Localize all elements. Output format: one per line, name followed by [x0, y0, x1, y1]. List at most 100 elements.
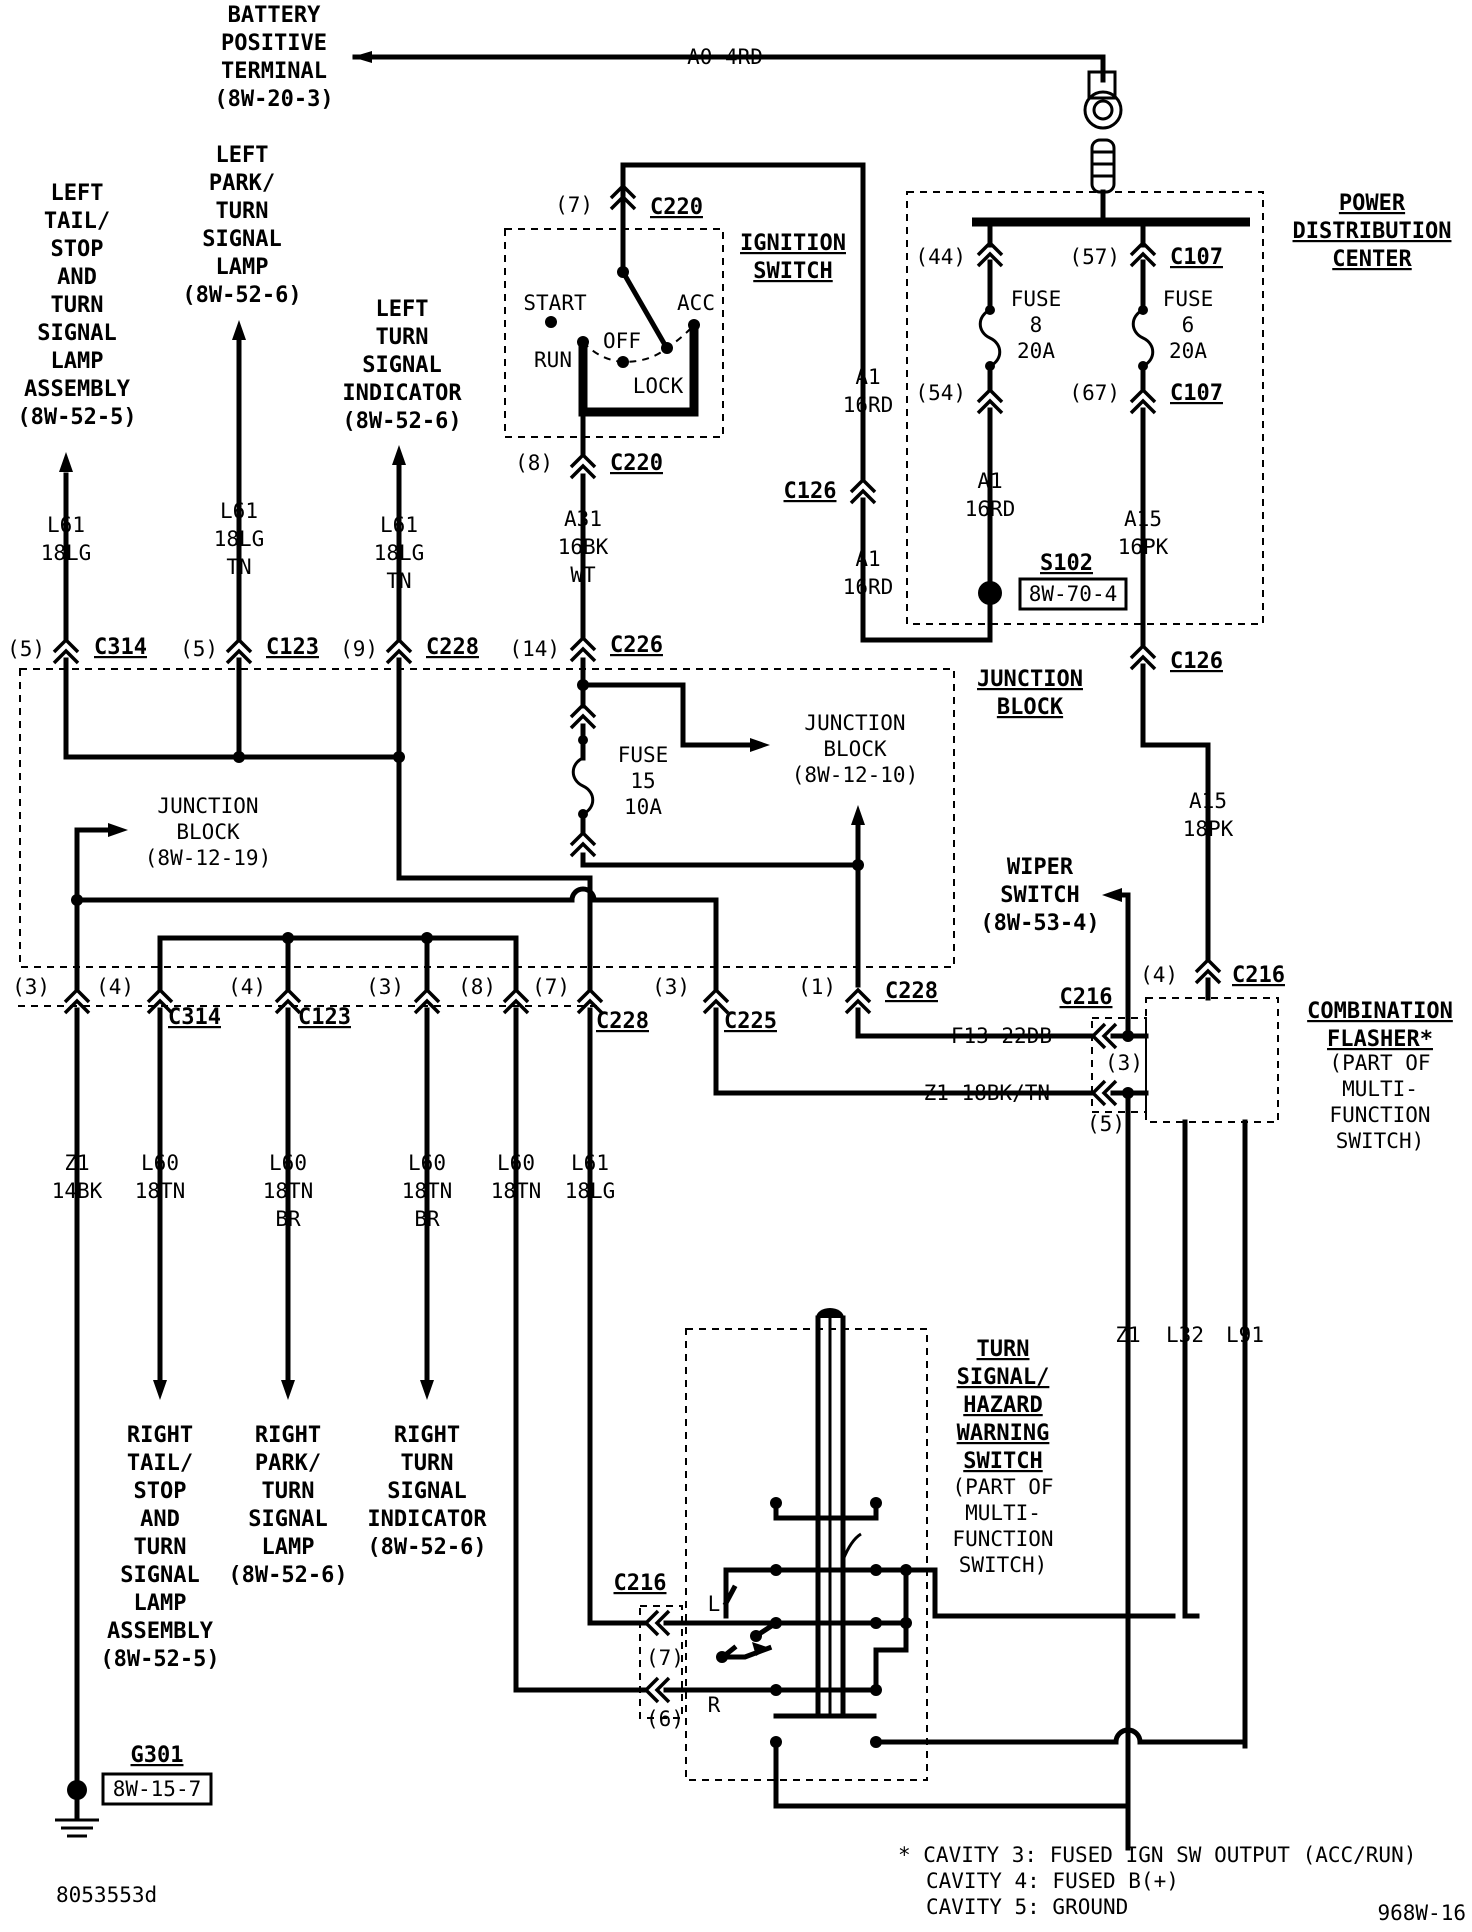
c126-a1-label: C126 — [784, 479, 837, 504]
wire-l61-left-ind-label: L61 18LG TN — [374, 513, 425, 593]
ign-lock: LOCK — [633, 374, 684, 398]
c126-a15-label: C126 — [1170, 649, 1223, 674]
svg-text:ASSEMBLY: ASSEMBLY — [107, 1619, 214, 1644]
pin-4-c123: (4) — [228, 975, 266, 999]
svg-text:18TN: 18TN — [263, 1179, 314, 1203]
svg-text:WIPER: WIPER — [1007, 855, 1074, 880]
svg-text:LAMP: LAMP — [262, 1535, 315, 1560]
pin-7-c220: (7) — [555, 193, 593, 217]
svg-text:L61: L61 — [571, 1151, 609, 1175]
svg-text:HAZARD: HAZARD — [963, 1393, 1042, 1418]
svg-text:16RD: 16RD — [965, 497, 1016, 521]
svg-text:TN: TN — [386, 569, 411, 593]
svg-text:INDICATOR: INDICATOR — [342, 381, 462, 406]
c228-top-label: C228 — [426, 635, 479, 660]
wire-wiper — [1120, 892, 1131, 1039]
svg-text:STOP: STOP — [51, 237, 104, 262]
wire-l60-bus — [157, 935, 519, 993]
wire-a1-ign-label: A1 16RD — [843, 365, 894, 417]
wire-l32-switch — [903, 1567, 1176, 1619]
svg-text:A1: A1 — [855, 547, 880, 571]
svg-text:INDICATOR: INDICATOR — [367, 1507, 487, 1532]
pin-57: (57) — [1069, 245, 1120, 269]
fuse-15-top-conn — [569, 702, 597, 730]
svg-text:A15: A15 — [1124, 507, 1162, 531]
svg-text:A15: A15 — [1189, 789, 1227, 813]
svg-text:SIGNAL: SIGNAL — [37, 321, 116, 346]
wire-l60-park-label: L60 18TN BR — [263, 1151, 314, 1231]
svg-text:(PART OF: (PART OF — [952, 1475, 1053, 1499]
c107-top-label: C107 — [1170, 245, 1223, 270]
doc-id: 8053553d — [56, 1883, 157, 1907]
svg-text:FUSE: FUSE — [1163, 287, 1214, 311]
junction-block-label: JUNCTION BLOCK — [977, 667, 1083, 720]
svg-text:ASSEMBLY: ASSEMBLY — [24, 377, 131, 402]
battery-terminal-icon — [1087, 70, 1117, 100]
svg-text:RIGHT: RIGHT — [127, 1423, 193, 1448]
svg-text:18TN: 18TN — [135, 1179, 186, 1203]
svg-text:(8W-52-5): (8W-52-5) — [100, 1647, 219, 1672]
flasher-title: COMBINATION FLASHER* — [1307, 999, 1453, 1052]
svg-text:JUNCTION: JUNCTION — [804, 711, 905, 735]
svg-text:(8W-20-3): (8W-20-3) — [214, 87, 333, 112]
footnote: * CAVITY 3: FUSED IGN SW OUTPUT (ACC/RUN… — [898, 1843, 1416, 1919]
svg-text:L60: L60 — [269, 1151, 307, 1175]
svg-text:(8W-52-6): (8W-52-6) — [342, 409, 461, 434]
ign-off: OFF — [603, 329, 641, 353]
ign-acc: ACC — [677, 291, 715, 315]
c228-bottom-label: C228 — [596, 1009, 649, 1034]
svg-text:FUSE: FUSE — [1011, 287, 1062, 311]
fuse-15-icon — [571, 756, 595, 816]
svg-text:BR: BR — [275, 1207, 301, 1231]
wire-a1-pdc-label: A1 16RD — [965, 469, 1016, 521]
connector-c220-pin8 — [569, 452, 597, 480]
svg-text:SIGNAL: SIGNAL — [387, 1479, 466, 1504]
svg-text:TURN: TURN — [401, 1451, 454, 1476]
turn-signal-switch-box — [685, 1328, 928, 1781]
svg-text:BLOCK: BLOCK — [823, 737, 887, 761]
wire-z1-18bktn-label: Z1 18BK/TN — [924, 1081, 1050, 1105]
svg-text:16RD: 16RD — [843, 393, 894, 417]
svg-text:(8W-52-6): (8W-52-6) — [228, 1563, 347, 1588]
ignition-switch-box — [504, 228, 724, 438]
svg-text:BATTERY: BATTERY — [228, 3, 321, 28]
s102-label: S102 — [1040, 551, 1093, 576]
c123-bottom-label: C123 — [298, 1005, 351, 1030]
svg-text:L60: L60 — [497, 1151, 535, 1175]
battery-arrow — [352, 51, 372, 63]
svg-text:18PK: 18PK — [1183, 817, 1234, 841]
svg-text:10A: 10A — [624, 795, 662, 819]
c226-label: C226 — [610, 633, 663, 658]
wire-l91-switch — [873, 1727, 1248, 1745]
fuse-6-icon — [1131, 308, 1155, 368]
svg-text:PARK/: PARK/ — [255, 1451, 321, 1476]
fuse-8-label: FUSE 8 20A — [1011, 287, 1062, 363]
svg-text:TURN: TURN — [51, 293, 104, 318]
pdc-connector-c107-bottom — [976, 387, 1157, 415]
svg-text:18TN: 18TN — [491, 1179, 542, 1203]
connector-c220-pin7 — [609, 183, 637, 211]
turn-switch-sub: (PART OF MULTI- FUNCTION SWITCH) — [952, 1475, 1053, 1577]
pin-5-c314: (5) — [7, 637, 45, 661]
g301-ref: 8W-15-7 — [113, 1777, 202, 1801]
svg-text:TERMINAL: TERMINAL — [221, 59, 327, 84]
svg-text:SWITCH: SWITCH — [1000, 883, 1079, 908]
svg-text:18LG: 18LG — [565, 1179, 616, 1203]
svg-text:PARK/: PARK/ — [209, 171, 275, 196]
svg-text:TN: TN — [226, 555, 251, 579]
svg-text:RIGHT: RIGHT — [394, 1423, 460, 1448]
wire-l60-turn-r — [513, 1007, 649, 1693]
svg-text:LAMP: LAMP — [216, 255, 269, 280]
svg-text:MULTI-: MULTI- — [1342, 1077, 1418, 1101]
wire-l61-down — [396, 754, 593, 993]
svg-text:SIGNAL: SIGNAL — [120, 1563, 199, 1588]
svg-text:AND: AND — [57, 265, 97, 290]
svg-text:JUNCTION: JUNCTION — [157, 794, 258, 818]
pdc-box — [906, 191, 1264, 625]
page-id: 968W-16 — [1377, 1901, 1466, 1925]
wire-l61-turn-l — [587, 1007, 649, 1626]
wire-l60-turn-label: L60 18TN — [491, 1151, 542, 1203]
svg-text:20A: 20A — [1169, 339, 1207, 363]
splice-s102 — [978, 581, 1002, 605]
connector-c226 — [569, 635, 597, 663]
